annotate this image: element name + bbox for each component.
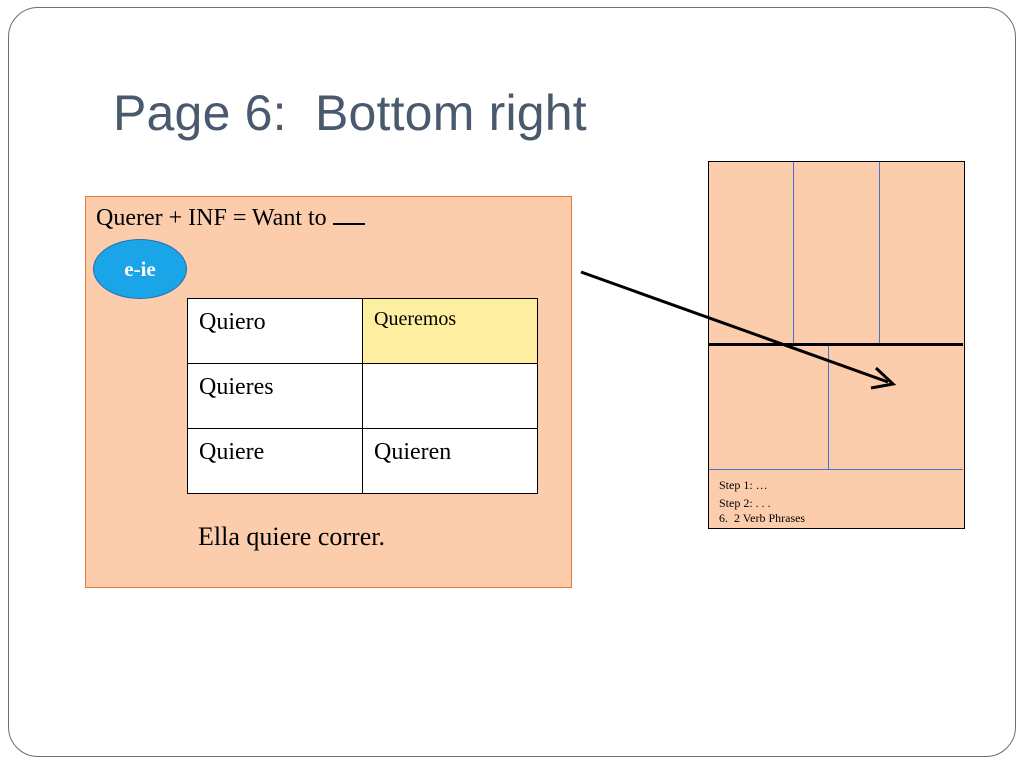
page-layout-diagram: Step 1: … Step 2: . . . 6. 2 Verb Phrase… bbox=[708, 161, 965, 529]
table-row: Quiero Queremos bbox=[187, 298, 538, 364]
step-line: 6. 2 Verb Phrases bbox=[719, 511, 806, 525]
divider-vertical bbox=[793, 162, 794, 343]
table-cell: Quieres bbox=[187, 363, 363, 429]
divider-horizontal-bold bbox=[709, 343, 963, 346]
arrow-shaft bbox=[580, 270, 889, 384]
table-cell-highlighted: Queremos bbox=[362, 298, 538, 364]
table-cell: Quieren bbox=[362, 428, 538, 494]
table-cell-empty bbox=[362, 363, 538, 429]
table-row: Quieres bbox=[187, 363, 538, 429]
step-line: Step 2: . . . bbox=[719, 496, 771, 510]
divider-vertical bbox=[879, 162, 880, 343]
divider-horizontal bbox=[709, 469, 963, 470]
slide-title: Page 6: Bottom right bbox=[113, 85, 587, 141]
divider-vertical bbox=[828, 346, 829, 470]
step-line: Step 1: … bbox=[719, 478, 768, 492]
fill-in-blank bbox=[332, 205, 365, 225]
notes-heading: Querer + INF = Want to bbox=[96, 205, 365, 232]
table-cell: Quiero bbox=[187, 298, 363, 364]
notes-heading-text: Querer + INF = Want to bbox=[96, 205, 327, 231]
stem-change-badge: e-ie bbox=[93, 239, 187, 299]
example-sentence: Ella quiere correr. bbox=[198, 522, 385, 551]
table-cell: Quiere bbox=[187, 428, 363, 494]
conjugation-table: Quiero Queremos Quieres Quiere Quieren bbox=[187, 298, 538, 494]
arrow-head bbox=[870, 366, 897, 390]
table-row: Quiere Quieren bbox=[187, 428, 538, 494]
